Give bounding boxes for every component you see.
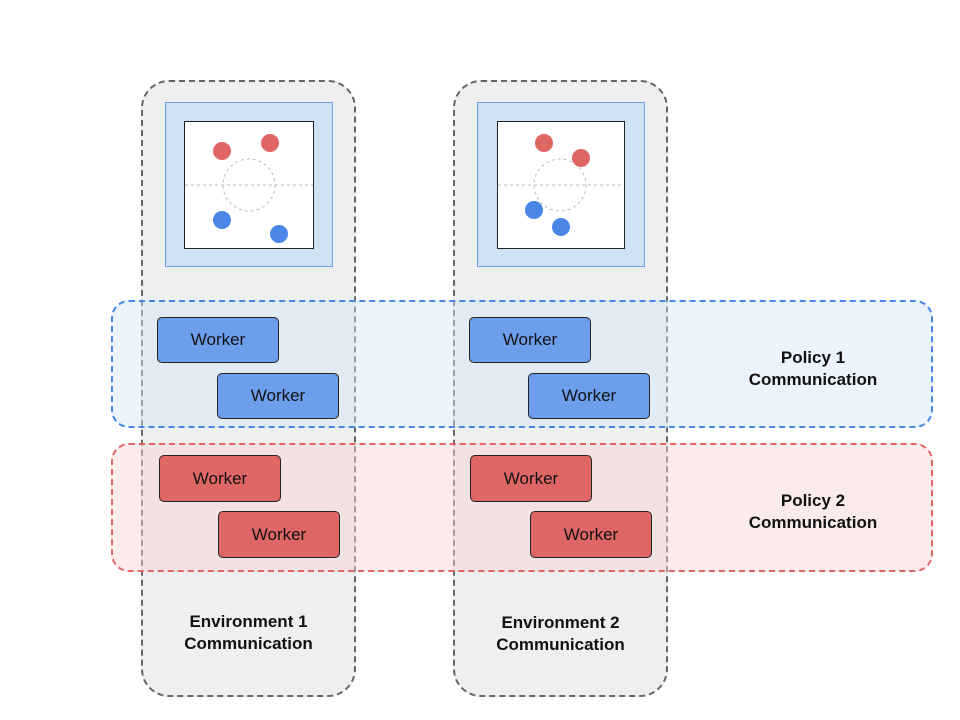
environment-2-label-line2: Communication: [496, 635, 625, 654]
policy-1-label-line2: Communication: [748, 370, 878, 389]
environment-2-blue-agent: [552, 218, 570, 236]
env1-policy2-worker-1: Worker: [159, 455, 281, 502]
environment-2-label-line1: Environment 2: [501, 613, 620, 632]
environment-1-blue-agent: [270, 225, 288, 243]
environment-2-red-agent: [535, 134, 553, 152]
environment-1-label: Environment 1 Communication: [141, 611, 356, 655]
policy-2-label-line2: Communication: [748, 513, 878, 532]
environment-1-label-line2: Communication: [184, 634, 313, 653]
environment-1-center-circle: [222, 158, 276, 212]
env2-policy1-worker-1: Worker: [469, 317, 591, 363]
environment-1-blue-agent: [213, 211, 231, 229]
policy-1-label-line1: Policy 1: [780, 348, 846, 367]
env1-policy2-worker-2: Worker: [218, 511, 340, 558]
env2-policy1-worker-2: Worker: [528, 373, 650, 419]
policy-2-label: Policy 2 Communication: [723, 490, 903, 534]
env2-policy2-worker-2: Worker: [530, 511, 652, 558]
environment-2-center-circle: [533, 158, 587, 212]
policy-2-label-line1: Policy 2: [780, 491, 846, 510]
environment-1-red-agent: [261, 134, 279, 152]
env2-policy2-worker-1: Worker: [470, 455, 592, 502]
environment-1-red-agent: [213, 142, 231, 160]
environment-2-blue-agent: [525, 201, 543, 219]
env1-policy1-worker-1: Worker: [157, 317, 279, 363]
env1-policy1-worker-2: Worker: [217, 373, 339, 419]
environment-1-label-line1: Environment 1: [189, 612, 308, 631]
environment-2-label: Environment 2 Communication: [453, 612, 668, 656]
environment-1-field: [184, 121, 314, 249]
policy-1-label: Policy 1 Communication: [723, 347, 903, 391]
environment-2-red-agent: [572, 149, 590, 167]
